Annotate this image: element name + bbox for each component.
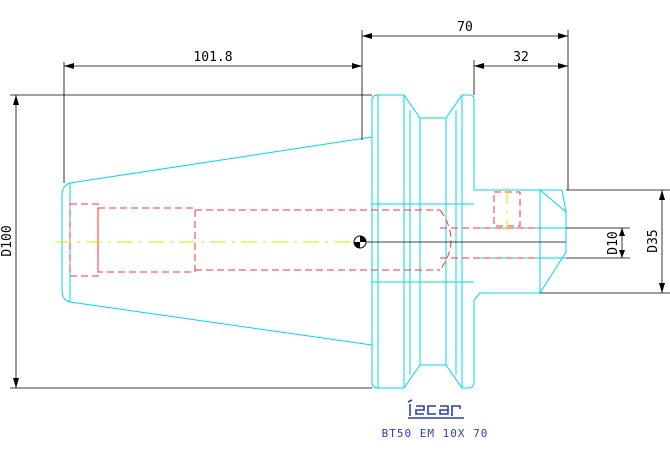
part-code-caption: BT50 EM 10X 70 — [382, 427, 489, 440]
center-lines — [55, 188, 508, 243]
taper-shank — [61, 136, 373, 346]
dim-32-label: 32 — [513, 50, 529, 65]
dim-d10-label: D10 — [606, 231, 621, 254]
iscar-logo — [407, 399, 464, 419]
dim-d100-label: D100 — [0, 225, 15, 256]
pull-stud-bore — [69, 203, 99, 277]
hidden-lines — [69, 191, 540, 277]
dim-101-8-label: 101.8 — [193, 50, 232, 65]
reference-point-marker — [353, 235, 367, 249]
dim-70-label: 70 — [457, 20, 473, 35]
nose-chamfer — [539, 189, 567, 213]
dim-d35-label: D35 — [646, 229, 661, 252]
part-outline — [61, 94, 567, 389]
coolant-bore-end — [439, 209, 452, 271]
dimension-lines — [10, 30, 670, 389]
pull-stud-thread — [97, 207, 196, 273]
flange — [371, 94, 567, 389]
